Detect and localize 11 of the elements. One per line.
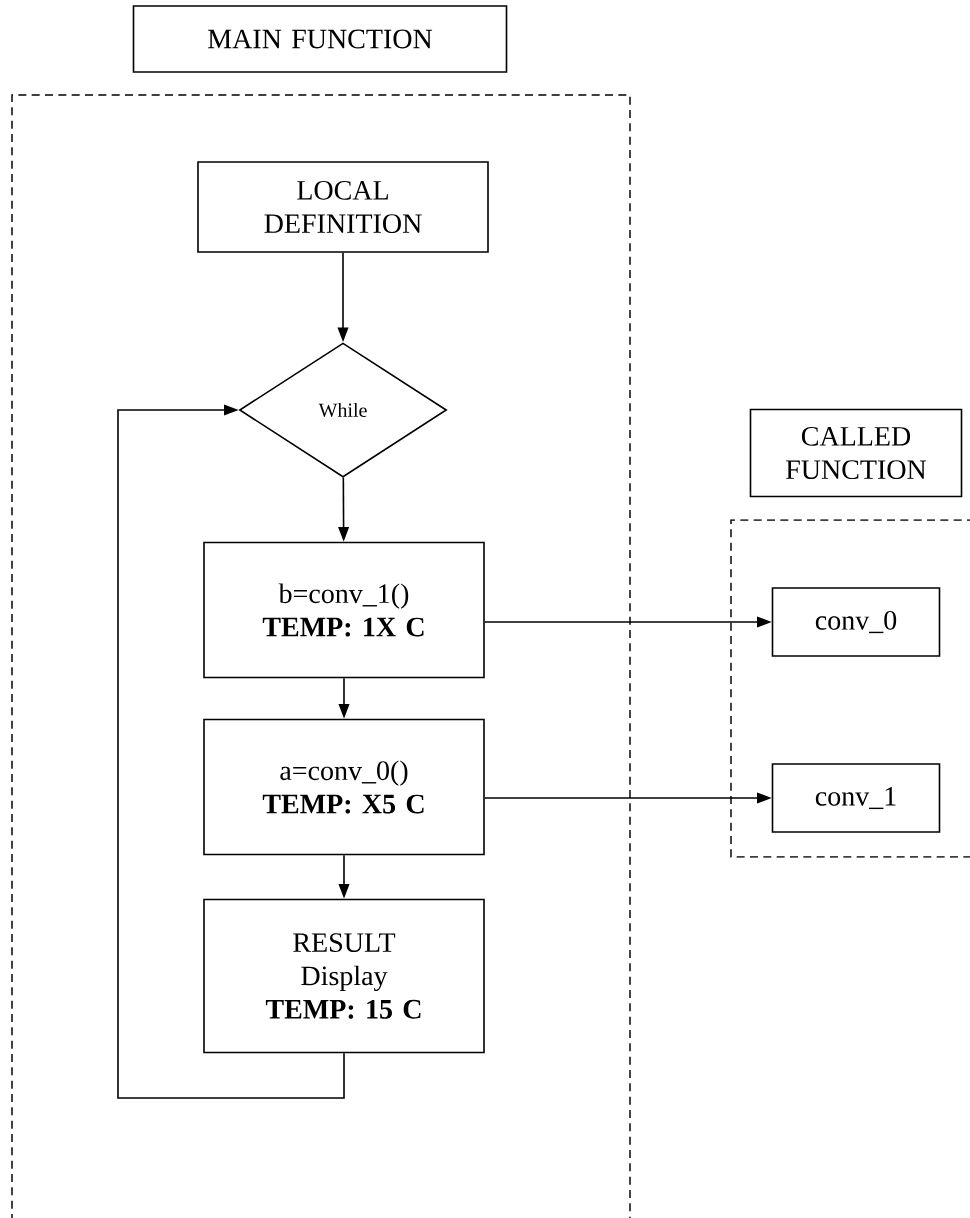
heading-box: CALLED FUNCTION — [749, 408, 963, 498]
process-box: RESULT Display TEMP: 15 C — [203, 898, 485, 1054]
heading-box: MAIN FUNCTION — [132, 5, 508, 73]
dashed-frame — [11, 94, 631, 1218]
process-box: LOCAL DEFINITION — [197, 161, 489, 253]
process-box: a=conv_0() TEMP: X5 C — [203, 718, 485, 856]
function-box: conv_1 — [771, 763, 941, 833]
dashed-frame — [730, 519, 970, 858]
arrow — [117, 404, 345, 1099]
function-box: conv_0 — [771, 587, 941, 657]
process-box: b=conv_1() TEMP: 1X C — [203, 541, 485, 679]
